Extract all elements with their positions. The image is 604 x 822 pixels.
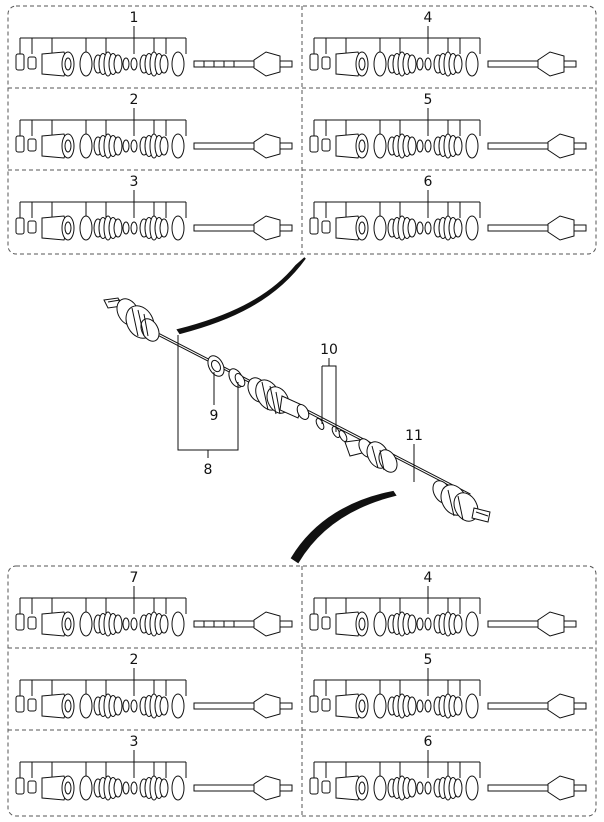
callout-9: 9 [210, 408, 219, 424]
shaft-icon [193, 142, 255, 150]
cv-joint-icon [253, 693, 281, 719]
shaft-icon [487, 620, 539, 628]
panel-callout: 6 [424, 174, 433, 190]
ring-icon [79, 611, 93, 637]
bolt-icon [309, 695, 319, 713]
bottom-panel-5: 6 [309, 734, 587, 801]
top-panel-0: 1 [15, 10, 293, 77]
driveshaft-assembly [103, 297, 491, 523]
outer-joint-right [432, 480, 491, 523]
shaft-icon [487, 142, 549, 150]
cv-joint-icon [253, 215, 281, 241]
shaft-icon [487, 60, 539, 68]
cv-joint-icon [547, 693, 575, 719]
bottom-panel-4: 3 [15, 734, 293, 801]
ring-icon [373, 51, 387, 77]
cv-joint-icon [253, 775, 281, 801]
bolt-icon [15, 135, 25, 153]
outer-joint-left [103, 297, 160, 342]
shaft-icon [193, 224, 255, 232]
bolt-icon [15, 613, 25, 631]
panel-callout: 6 [424, 734, 433, 750]
bolt-icon [309, 53, 319, 71]
bottom-panel-3: 5 [309, 652, 587, 719]
ring-icon [79, 133, 93, 159]
panel-callout: 3 [130, 174, 139, 190]
cv-joint-icon [253, 51, 281, 77]
bolt-icon [309, 777, 319, 795]
connector-arc-bottom [290, 490, 397, 564]
panel-callout: 2 [130, 652, 139, 668]
bolt-icon [15, 53, 25, 71]
inner-joint-right [344, 438, 398, 473]
panel-callout: 3 [130, 734, 139, 750]
top-kit-group [7, 5, 597, 255]
bolt-icon [15, 777, 25, 795]
panel-callout: 2 [130, 92, 139, 108]
inner-joint-housing [247, 377, 310, 420]
callout-10: 10 [320, 342, 338, 358]
bottom-kit-group [7, 565, 597, 817]
connector-arc-top [176, 257, 306, 335]
cv-joint-icon [537, 611, 565, 637]
cv-joint-icon [547, 215, 575, 241]
ring-icon [373, 215, 387, 241]
cv-joint-icon [547, 775, 575, 801]
shaft-icon [193, 784, 255, 792]
panel-callout: 1 [130, 10, 139, 26]
bottom-panel-2: 2 [15, 652, 293, 719]
callout-8: 8 [204, 462, 213, 478]
ring-icon [79, 693, 93, 719]
ring-icon [373, 133, 387, 159]
top-panel-3: 5 [309, 92, 587, 159]
bolt-icon [15, 217, 25, 235]
cv-joint-icon [253, 611, 281, 637]
shaft-icon [487, 784, 549, 792]
top-panel-4: 3 [15, 174, 293, 241]
panel-callout: 4 [424, 570, 433, 586]
bottom-panel-1: 4 [309, 570, 577, 637]
bolt-icon [309, 217, 319, 235]
kit-panels: 1 4 2 5 3 6 7 4 2 5 3 6 [15, 10, 587, 801]
ring-icon [79, 215, 93, 241]
panel-callout: 4 [424, 10, 433, 26]
bolt-icon [309, 135, 319, 153]
snap-rings [315, 418, 348, 442]
panel-callout: 7 [130, 570, 139, 586]
bolt-icon [15, 695, 25, 713]
shaft-icon [193, 702, 255, 710]
panel-callout: 5 [424, 652, 433, 668]
bolt-icon [309, 613, 319, 631]
bottom-panel-0: 7 [15, 570, 293, 637]
assembly-callouts [177, 335, 415, 482]
ring-icon [373, 775, 387, 801]
cv-joint-icon [253, 133, 281, 159]
ring-icon [79, 775, 93, 801]
top-panel-5: 6 [309, 174, 587, 241]
ring-icon [79, 51, 93, 77]
ring-icon [373, 693, 387, 719]
panel-callout: 5 [424, 92, 433, 108]
cv-joint-icon [547, 133, 575, 159]
cv-joint-icon [537, 51, 565, 77]
shaft-icon [487, 702, 549, 710]
ring-icon [373, 611, 387, 637]
seal-ring [207, 355, 246, 388]
top-panel-1: 4 [309, 10, 577, 77]
shaft-icon [487, 224, 549, 232]
callout-11: 11 [405, 428, 423, 444]
top-panel-2: 2 [15, 92, 293, 159]
